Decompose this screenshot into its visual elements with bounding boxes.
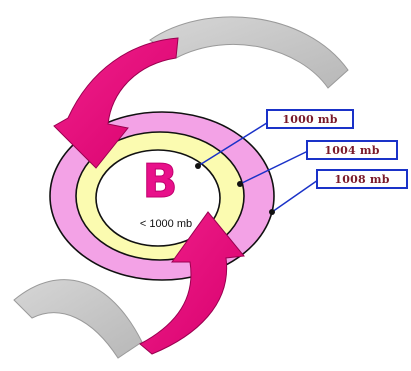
anchor-dot-1004: [237, 181, 243, 187]
center-pressure-value: < 1000 mb: [116, 218, 216, 230]
isobar-label-1000: 1000 mb: [266, 109, 354, 129]
anchor-dot-1000: [195, 163, 201, 169]
isobar-label-1004: 1004 mb: [306, 140, 398, 160]
lower-gray-arm: [14, 280, 142, 358]
upper-gray-arm: [150, 17, 348, 88]
leader-line-1008: [272, 180, 318, 212]
isobar-label-1008: 1008 mb: [316, 169, 408, 189]
anchor-dot-1008: [269, 209, 275, 215]
low-pressure-symbol: B: [140, 156, 180, 206]
